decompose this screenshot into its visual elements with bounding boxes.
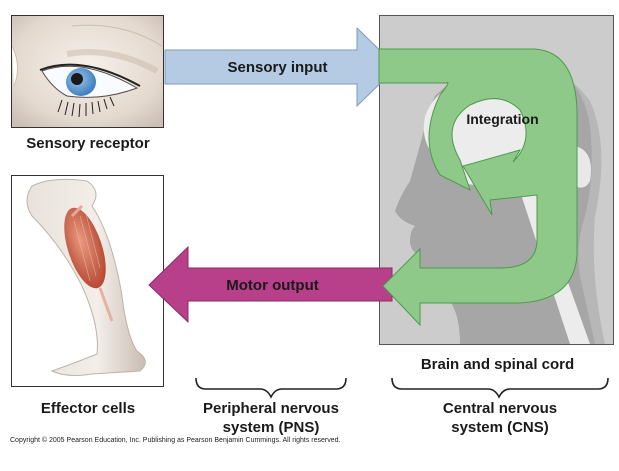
integration-label: Integration	[466, 111, 539, 127]
cns-label: Central nervous system (CNS)	[400, 399, 600, 437]
pns-label: Peripheral nervous system (PNS)	[176, 399, 366, 437]
cns-label-line1: Central nervous	[442, 400, 558, 417]
pns-brace	[195, 377, 347, 399]
integration-loop-arrow	[378, 48, 578, 327]
cns-label-line2: system (CNS)	[451, 419, 549, 436]
effector-cells-panel	[11, 175, 164, 387]
motor-output-arrow	[148, 245, 393, 324]
copyright-notice: Copyright © 2005 Pearson Education, Inc.…	[10, 437, 341, 444]
cns-brace	[391, 377, 609, 399]
sensory-receptor-panel	[11, 15, 164, 128]
pns-label-line2: system (PNS)	[222, 419, 320, 436]
sensory-receptor-label: Sensory receptor	[26, 135, 150, 152]
eye-icon	[12, 16, 163, 127]
motor-output-label: Motor output	[226, 277, 319, 294]
sensory-input-label: Sensory input	[227, 59, 328, 76]
effector-cells-label: Effector cells	[40, 400, 136, 417]
pns-label-line1: Peripheral nervous	[203, 400, 339, 417]
brain-spinal-cord-label: Brain and spinal cord	[420, 356, 575, 373]
leg-muscle-icon	[26, 178, 146, 376]
sensory-input-arrow	[164, 26, 398, 108]
